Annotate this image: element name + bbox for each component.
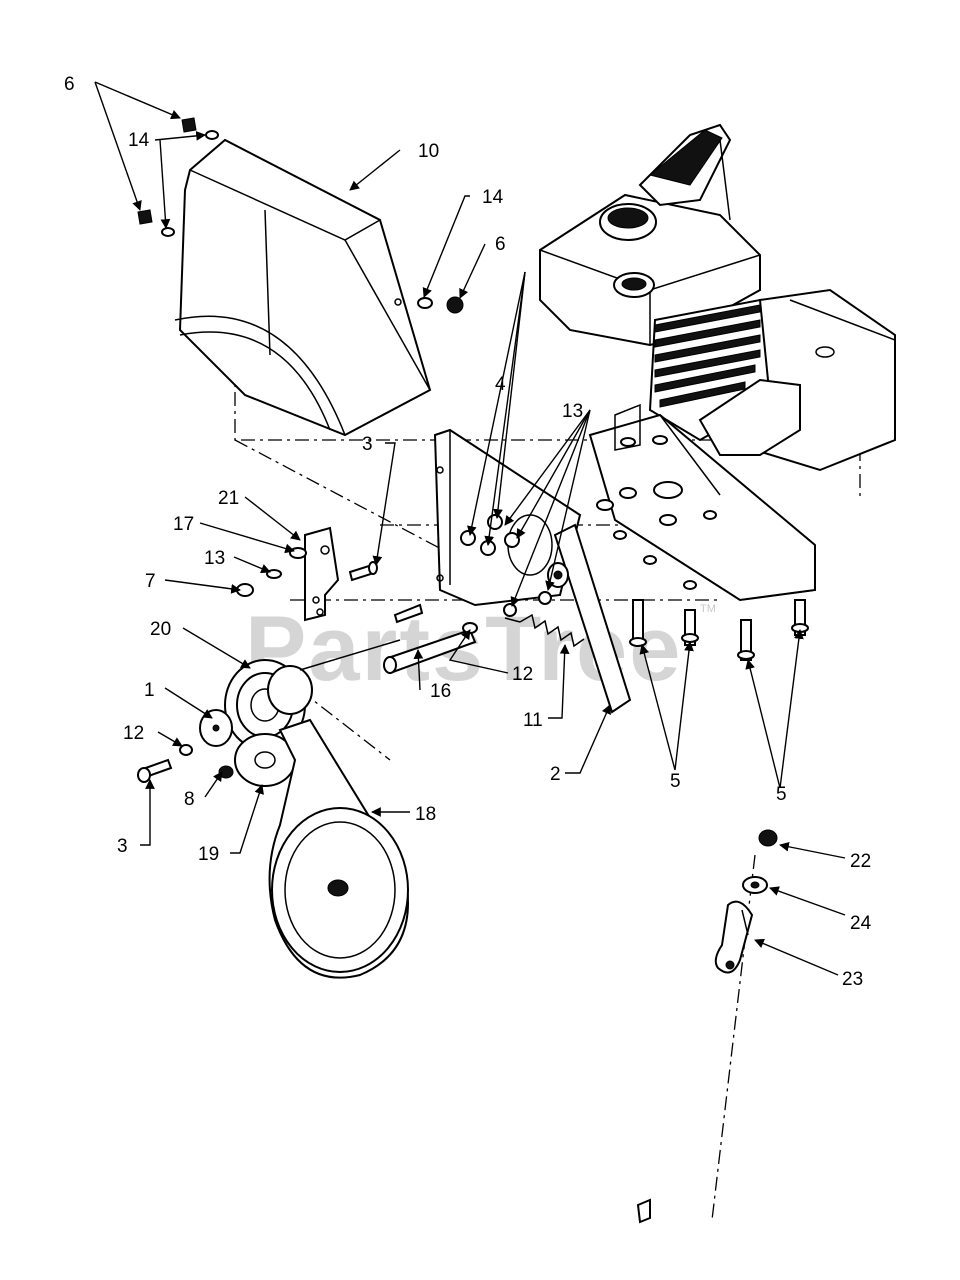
callout-1: 1	[144, 680, 155, 701]
callout-6-top: 6	[64, 74, 75, 95]
callout-12-right: 12	[512, 664, 533, 685]
callout-5-left: 5	[670, 771, 681, 792]
callout-14-top: 14	[128, 130, 150, 151]
belt-cover	[174, 138, 432, 437]
callout-6-right: 6	[495, 234, 506, 255]
callout-labels: 6 14 10 14 6 4 13 3 21 17 13 7 20 1 12 3…	[64, 74, 872, 990]
callout-19: 19	[198, 844, 219, 865]
callout-20: 20	[150, 619, 171, 640]
spring	[504, 613, 585, 648]
pivot-shaft	[383, 622, 478, 674]
callout-8: 8	[184, 789, 195, 810]
callout-18: 18	[415, 804, 436, 825]
callout-2: 2	[550, 764, 561, 785]
callout-17: 17	[173, 514, 194, 535]
callout-4: 4	[495, 374, 506, 395]
cable-bracket	[636, 829, 778, 1224]
callout-11: 11	[523, 710, 543, 731]
callout-5-right: 5	[776, 784, 787, 805]
frame-plate	[433, 428, 582, 617]
watermark-tm: TM	[700, 603, 716, 615]
callout-13-right: 13	[562, 401, 583, 422]
pulley-hardware	[137, 744, 234, 783]
callout-21: 21	[218, 488, 239, 509]
callout-22: 22	[850, 851, 871, 872]
drive-belt	[268, 718, 409, 979]
callout-24: 24	[850, 913, 872, 934]
callout-3-top: 3	[362, 434, 373, 455]
callout-3-bottom: 3	[117, 836, 128, 857]
callout-12-left: 12	[123, 723, 144, 744]
callout-7: 7	[145, 571, 156, 592]
bracket	[304, 526, 340, 622]
callout-10: 10	[418, 141, 439, 162]
callout-14-right: 14	[482, 187, 504, 208]
leader-lines	[94, 81, 846, 976]
callout-16: 16	[430, 681, 451, 702]
callout-23: 23	[842, 969, 863, 990]
engine-cooling-fins	[654, 304, 761, 408]
cover-hardware	[137, 117, 464, 314]
engine	[539, 123, 896, 602]
callout-13-left: 13	[204, 548, 225, 569]
